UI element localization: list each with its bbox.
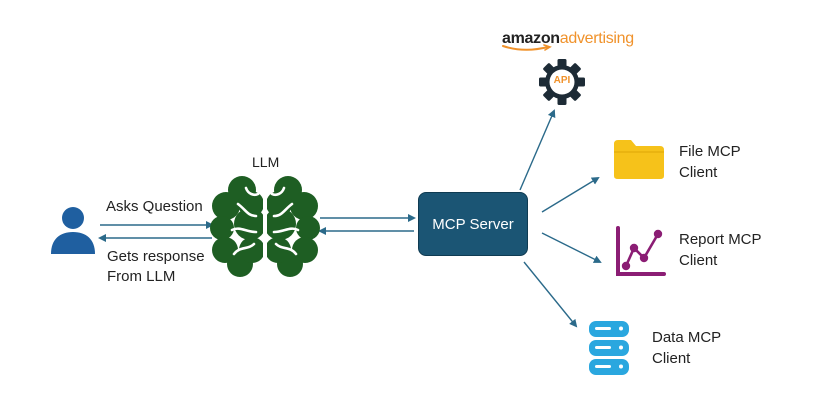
report-mcp-label-line1: Report MCP xyxy=(679,231,762,248)
amazon-smile-icon xyxy=(502,44,552,51)
data-mcp-label-line2: Client xyxy=(652,350,691,367)
from-llm-label: From LLM xyxy=(107,268,176,285)
report-mcp-label-line2: Client xyxy=(679,252,718,269)
arrow-server-to-data xyxy=(523,261,578,328)
file-mcp-label-line2: Client xyxy=(679,164,718,181)
data-mcp-label-line1: Data MCP xyxy=(652,329,722,346)
gets-response-label: Gets response xyxy=(107,248,205,265)
asks-question-label: Asks Question xyxy=(106,198,203,215)
mcp-server-box: MCP Server xyxy=(418,192,528,256)
advertising-brand-text: advertising xyxy=(559,30,634,47)
folder-icon xyxy=(614,140,664,179)
brain-icon xyxy=(210,176,320,277)
amazon-advertising-logo: amazonadvertising xyxy=(502,30,634,48)
amazon-brand-text: amazon xyxy=(502,30,560,47)
api-gear-icon xyxy=(539,59,585,105)
file-mcp-label-line1: File MCP xyxy=(679,143,741,160)
llm-label: LLM xyxy=(252,154,280,170)
database-icon xyxy=(589,321,629,375)
arrow-server-to-api xyxy=(519,109,556,191)
arrow-server-to-report xyxy=(541,232,602,263)
arrow-server-to-file xyxy=(541,176,600,213)
mcp-server-label: MCP Server xyxy=(432,215,514,233)
api-label: API xyxy=(553,75,571,86)
chart-icon xyxy=(616,226,666,276)
user-icon xyxy=(51,207,95,254)
